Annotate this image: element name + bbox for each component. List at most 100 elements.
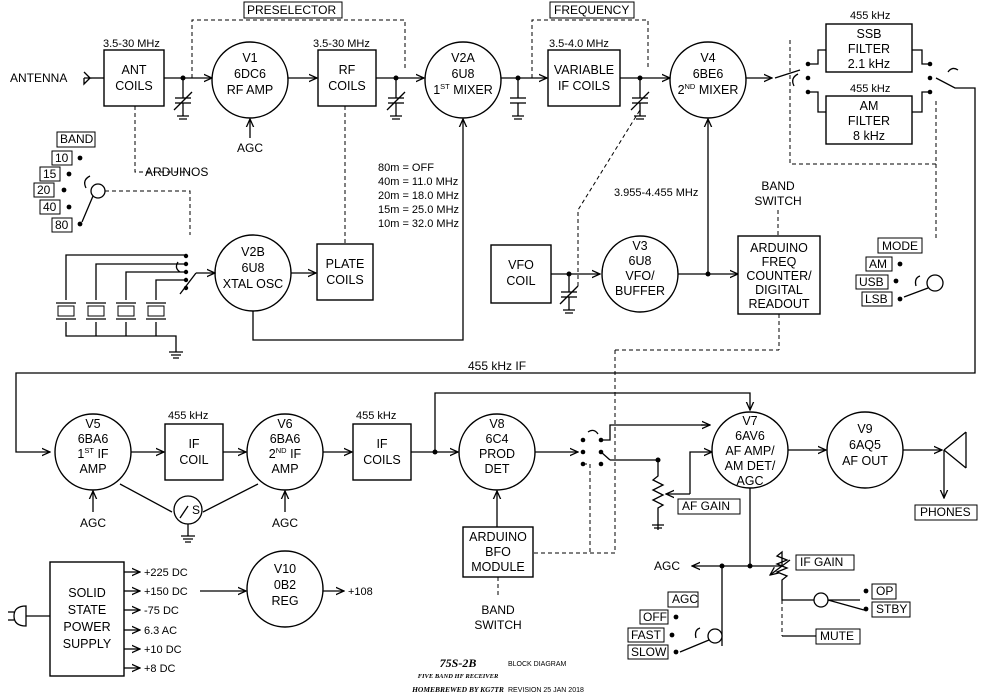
- frequency-label: FREQUENCY: [554, 3, 629, 17]
- if-coil-block: [164, 423, 224, 481]
- power-l3: POWER: [63, 620, 110, 634]
- agc-option: FAST: [631, 628, 662, 642]
- band-switch-bottom-l1: BAND: [481, 603, 515, 617]
- arduino-freq-l3: COUNTER/: [746, 269, 812, 283]
- ssb-filter-l3: 2.1 kHz: [848, 57, 890, 71]
- v6-agc: AGC: [272, 516, 298, 530]
- stby-option: STBY: [876, 602, 907, 616]
- arduino-freq-l4: DIGITAL: [755, 283, 803, 297]
- mode-knob[interactable]: [926, 274, 944, 292]
- vfo-range: 3.955-4.455 MHz: [614, 187, 698, 199]
- v1-tube: [211, 41, 289, 119]
- footer-revision: REVISION 25 JAN 2018: [508, 687, 584, 694]
- v4-l1: V4: [700, 51, 715, 65]
- xtal-row: 40m = 11.0 MHz: [378, 176, 458, 188]
- v2b-l2: 6U8: [242, 261, 265, 275]
- v10-l2: 0B2: [274, 578, 296, 592]
- s-meter-label: S: [192, 503, 200, 517]
- agc-sw-title: AGC: [672, 592, 698, 606]
- v2a-l3: 1ST MIXER: [433, 82, 493, 97]
- ant-coils-l1: ANT: [122, 63, 147, 77]
- rf-coils-block: [317, 49, 377, 107]
- band-switch-top-l1: BAND: [761, 179, 795, 193]
- am-filter-l2: FILTER: [848, 114, 890, 128]
- mute-label: MUTE: [820, 629, 854, 643]
- xtal-row: 10m = 32.0 MHz: [378, 218, 459, 230]
- v7-l3: AF AMP/: [725, 444, 775, 458]
- xtal-row: 80m = OFF: [378, 162, 434, 174]
- v2b-l3: XTAL OSC: [223, 277, 283, 291]
- agc-option: SLOW: [631, 645, 667, 659]
- v2a-l1: V2A: [451, 51, 475, 65]
- v5-l4: AMP: [79, 462, 106, 476]
- footer-subtitle: FIVE BAND HF RECEIVER: [418, 673, 499, 680]
- op-stby-knob[interactable]: [813, 592, 829, 608]
- reg-output: +108: [348, 586, 373, 598]
- footer-model: 75S-2B: [440, 656, 477, 670]
- ant-coils-freq: 3.5-30 MHz: [103, 38, 160, 50]
- v1-l1: V1: [242, 51, 257, 65]
- v2b-l1: V2B: [241, 245, 265, 259]
- if-line-label: 455 kHz IF: [468, 359, 526, 373]
- arduino-freq-l2: FREQ: [762, 255, 797, 269]
- v7-l4: AM DET/: [725, 459, 776, 473]
- op-option: OP: [876, 584, 893, 598]
- xtal-frequency-table: 80m = OFF 40m = 11.0 MHz 20m = 18.0 MHz …: [378, 162, 459, 230]
- vfo-coil-l1: VFO: [508, 258, 534, 272]
- ac-plug-icon: [8, 605, 50, 627]
- plate-coils-l2: COILS: [326, 273, 364, 287]
- footer-credit: HOMEBREWED BY KG7TR: [411, 685, 504, 694]
- var-if-l2: IF COILS: [558, 79, 610, 93]
- power-supply-block: [49, 561, 125, 677]
- power-output: 6.3 AC: [144, 625, 177, 637]
- v10-tube: [246, 550, 324, 628]
- if-coil-l2: COIL: [179, 453, 208, 467]
- v5-l2: 6BA6: [78, 432, 109, 446]
- if-coil-freq: 455 kHz: [168, 410, 208, 422]
- v8-l1: V8: [489, 417, 504, 431]
- band-option: 40: [43, 200, 57, 214]
- band-option: 20: [37, 183, 51, 197]
- agc-speed-knob[interactable]: [707, 628, 723, 644]
- rf-coils-freq: 3.5-30 MHz: [313, 38, 370, 50]
- vfo-coil-block: [490, 244, 552, 304]
- v6-l2: 6BA6: [270, 432, 301, 446]
- am-filter-l1: AM: [860, 99, 879, 113]
- if-coils-block: [352, 423, 412, 481]
- if-coils-freq: 455 kHz: [356, 410, 396, 422]
- plate-coils-block: [316, 243, 374, 301]
- ssb-filter-l1: SSB: [856, 27, 881, 41]
- mode-option: LSB: [865, 292, 888, 306]
- ssb-filter-l2: FILTER: [848, 42, 890, 56]
- arduinos-label: ARDUINOS: [145, 165, 208, 179]
- v3-l2: 6U8: [629, 254, 652, 268]
- vfo-coil-l2: COIL: [506, 274, 535, 288]
- am-filter-block: [825, 95, 913, 145]
- band-options: 10 15 20 40 80: [33, 150, 83, 233]
- speaker-icon: [943, 431, 967, 469]
- power-output: -75 DC: [144, 605, 179, 617]
- v4-tube: [669, 41, 747, 119]
- ant-coils-block: [103, 49, 165, 107]
- power-l1: SOLID: [68, 586, 106, 600]
- v7-l1: V7: [742, 414, 757, 428]
- antenna-label: ANTENNA: [10, 71, 67, 85]
- agc-speed-options: OFF FAST SLOW: [627, 609, 679, 660]
- arduino-bfo-block: [462, 526, 534, 578]
- v1-agc: AGC: [237, 141, 263, 155]
- power-l2: STATE: [68, 603, 106, 617]
- band-option: 15: [43, 167, 57, 181]
- v5-agc: AGC: [80, 516, 106, 530]
- v4-l2: 6BE6: [693, 67, 724, 81]
- mode-options: AM USB LSB: [855, 256, 903, 307]
- arduino-bfo-l3: MODULE: [471, 560, 524, 574]
- v10-l1: V10: [274, 562, 296, 576]
- band-knob[interactable]: [90, 183, 106, 199]
- power-output: +150 DC: [144, 586, 188, 598]
- phones-label: PHONES: [920, 505, 971, 519]
- v9-l2: 6AQ5: [849, 438, 881, 452]
- agc-bus-label: AGC: [654, 559, 680, 573]
- v3-l4: BUFFER: [615, 284, 665, 298]
